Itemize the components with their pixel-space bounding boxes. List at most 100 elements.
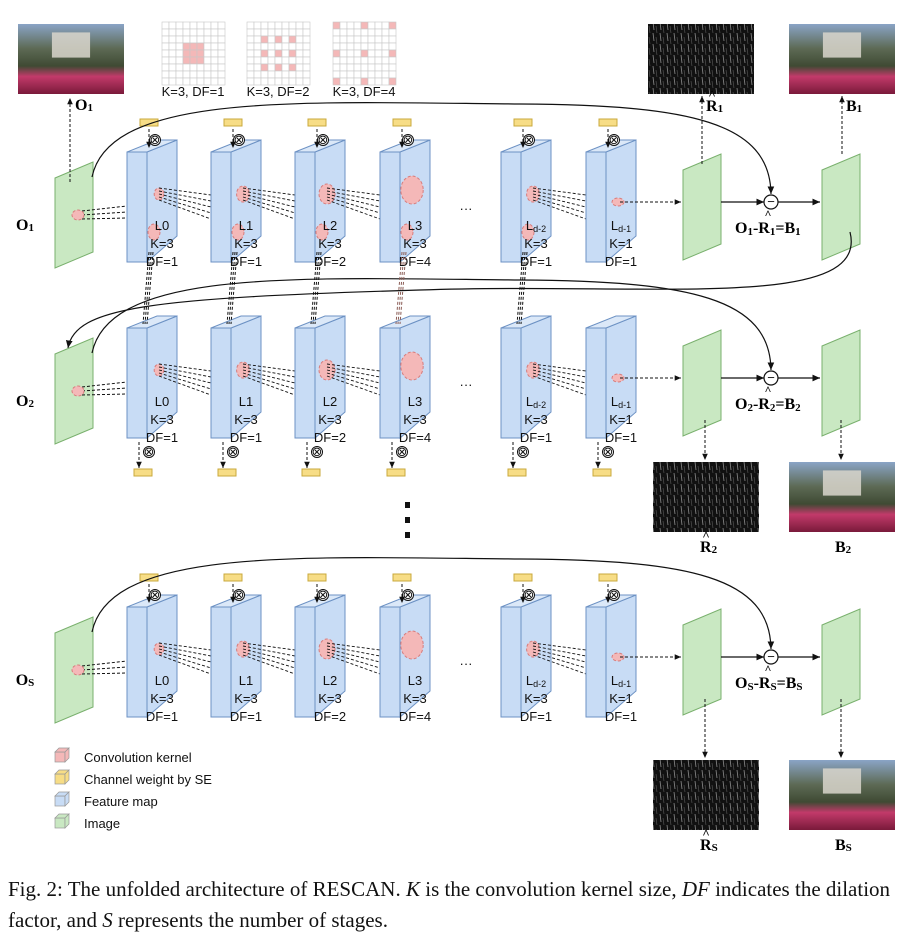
stage-rain-photo-label-hat: ^: [702, 826, 710, 841]
conv-connection: [242, 642, 296, 651]
stage-ellipsis: [405, 502, 410, 538]
formula-hat: ^: [765, 662, 772, 676]
layer-dilation-label: DF=4: [399, 254, 431, 269]
conv-connection: [242, 369, 296, 384]
layer-dilation-label: DF=4: [399, 709, 431, 724]
legend-swatch: [54, 751, 66, 763]
stage1-rain-photo-label: R1: [706, 98, 723, 115]
conv-connection: [532, 199, 587, 220]
image-plane: [821, 608, 861, 716]
legend-swatch: [54, 773, 66, 785]
layer-dilation-label: DF=1: [520, 254, 552, 269]
layer-name-label: L2: [323, 218, 337, 233]
se-multiply-symbol: ⊗: [609, 132, 620, 147]
convolution-kernel: [611, 373, 625, 383]
feature-map-front: [500, 327, 522, 439]
conv-connection: [242, 193, 296, 208]
feature-map-front: [294, 606, 316, 718]
se-channel-weight: [598, 118, 618, 127]
feature-map-front: [500, 606, 522, 718]
legend-item: Convolution kernel: [54, 747, 192, 765]
conv-connection: [242, 372, 296, 390]
conv-connection: [532, 363, 587, 372]
layer-name-label: L1: [239, 218, 253, 233]
stage1-rain-photo-label-hat: ^: [708, 87, 716, 102]
layer-dilation-label: DF=1: [605, 254, 637, 269]
layer-kernel-size-label: K=3: [150, 691, 174, 706]
kernel-example-label: K=3, DF=1: [162, 84, 225, 99]
feature-map-front: [500, 151, 522, 263]
layer-kernel-size-label: K=3: [524, 236, 548, 251]
se-multiply-symbol: ⊗: [228, 444, 239, 459]
se-multiply-symbol: ⊗: [318, 132, 329, 147]
conv-connection: [158, 372, 212, 390]
se-multiply-symbol: ⊗: [150, 132, 161, 147]
feature-map-front: [379, 327, 401, 439]
layer-dilation-label: DF=1: [230, 430, 262, 445]
convolution-kernel: [400, 175, 424, 205]
se-channel-weight: [513, 118, 533, 127]
layer-name-label: L1: [239, 673, 253, 688]
conv-connection: [326, 196, 381, 214]
conv-connection: [242, 187, 296, 196]
layer-name-label: L3: [408, 673, 422, 688]
se-multiply-icon: [227, 446, 239, 458]
conv-connection: [158, 193, 212, 208]
legend-swatch-side: [64, 791, 70, 807]
se-channel-weight: [386, 468, 406, 477]
layer-ellipsis: ···: [460, 377, 473, 392]
caption-s-symbol: S: [102, 908, 113, 932]
conv-connection: [242, 199, 296, 220]
conv-connection: [532, 369, 587, 384]
conv-connection: [242, 645, 296, 657]
stage-rain-photo-label: R2: [700, 539, 718, 556]
image-plane: [682, 153, 722, 261]
conv-connection: [532, 193, 587, 208]
layer-name-label: L3: [408, 394, 422, 409]
figure-caption: Fig. 2: The unfolded architecture of RES…: [8, 874, 903, 936]
se-channel-weight: [133, 468, 153, 477]
conv-connection: [242, 366, 296, 378]
se-multiply-symbol: ⊗: [603, 444, 614, 459]
layer-kernel-size-label: K=3: [150, 236, 174, 251]
kernel-example-grid: K=3, DF=4: [333, 21, 397, 99]
convolution-kernel: [400, 351, 424, 381]
convolution-kernel: [147, 223, 161, 241]
formula-hat: ^: [765, 383, 772, 397]
kernel-example-grid: K=3, DF=1: [162, 21, 226, 99]
layer-kernel-size-label: K=3: [234, 691, 258, 706]
recurrent-link: [226, 251, 234, 325]
stage1-rain-photo: [648, 24, 754, 94]
conv-connection: [532, 651, 587, 669]
legend-label: Image: [84, 816, 120, 831]
recurrent-link: [230, 251, 238, 325]
feature-map-top: [294, 315, 346, 329]
se-channel-weight: [513, 573, 533, 582]
legend-item: Image: [54, 813, 120, 831]
caption-part2: indicates the dilation factor, and: [8, 877, 896, 932]
kernel-example-grid: K=3, DF=2: [247, 21, 311, 99]
feature-map-front: [585, 606, 607, 718]
feature-map-front: [210, 327, 232, 439]
feature-map-top: [210, 315, 262, 329]
conv-connection: [158, 642, 212, 651]
stage-input-label: O1: [16, 217, 34, 234]
feature-map-front: [379, 606, 401, 718]
se-channel-weight: [392, 118, 412, 127]
se-channel-weight: [507, 468, 527, 477]
layer-dilation-label: DF=1: [230, 709, 262, 724]
layer-name-label: Ld-2: [526, 394, 546, 410]
layer-ellipsis: ···: [460, 656, 473, 671]
convolution-kernel: [611, 197, 625, 207]
se-multiply-symbol: ⊗: [524, 132, 535, 147]
recurrent-link: [399, 251, 407, 325]
stage-output-photo-label: BS: [835, 837, 852, 854]
conv-connection: [242, 648, 296, 663]
conv-connection: [242, 196, 296, 214]
layer-dilation-label: DF=1: [146, 430, 178, 445]
conv-connection: [81, 387, 128, 392]
conv-connection: [326, 645, 381, 657]
